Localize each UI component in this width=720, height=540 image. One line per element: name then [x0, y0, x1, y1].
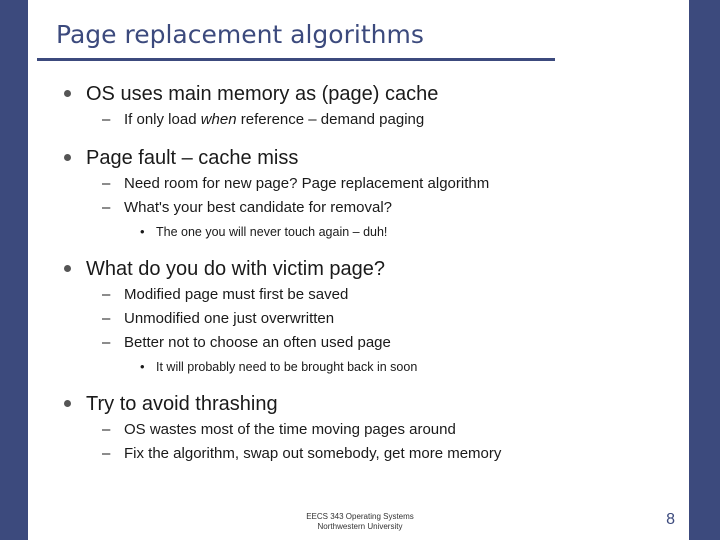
bullet-text: Page fault – cache miss [86, 147, 299, 169]
sub-bullet-icon: • [140, 359, 145, 374]
bullet-text: OS wastes most of the time moving pages … [124, 421, 456, 438]
dash-icon: – [102, 310, 111, 327]
bullet-text: Try to avoid thrashing [86, 393, 278, 415]
bullet-text: The one you will never touch again – duh… [156, 225, 388, 239]
bullet-level3: • It will probably need to be brought ba… [56, 357, 676, 377]
bullet-level2: – Unmodified one just overwritten [56, 308, 676, 330]
bullet-dot-icon [64, 400, 71, 407]
bullet-text: What do you do with victim page? [86, 258, 386, 280]
bullet-text: What's your best candidate for removal? [124, 199, 392, 216]
bullet-text: Need room for new page? Page replacement… [124, 175, 490, 192]
bullet-text: Better not to choose an often used page [124, 334, 391, 351]
dash-icon: – [102, 199, 111, 216]
bullet-text: OS uses main memory as (page) cache [86, 83, 439, 105]
sub-bullet-icon: • [140, 224, 145, 239]
bullet-level1: Page fault – cache miss [56, 145, 676, 171]
bullet-dot-icon [64, 90, 71, 97]
bullet-level2: – What's your best candidate for removal… [56, 197, 676, 219]
bullet-level2: – Need room for new page? Page replaceme… [56, 173, 676, 195]
bullet-level2: – Better not to choose an often used pag… [56, 332, 676, 354]
bullet-text-part2: reference – demand paging [236, 111, 425, 128]
dash-icon: – [102, 175, 111, 192]
bullet-level2: – Fix the algorithm, swap out somebody, … [56, 443, 676, 465]
bullet-dot-icon [64, 154, 71, 161]
bullet-text: Unmodified one just overwritten [124, 310, 335, 327]
bullet-text: Fix the algorithm, swap out somebody, ge… [124, 445, 502, 462]
dash-icon: – [102, 334, 111, 351]
bullet-text: Modified page must first be saved [124, 286, 349, 303]
bullet-text-part1: If only load [124, 111, 201, 128]
dash-icon: – [102, 111, 111, 128]
bullet-level3: • The one you will never touch again – d… [56, 222, 676, 242]
slide-content: OS uses main memory as (page) cache – If… [56, 72, 676, 465]
bullet-level1: What do you do with victim page? [56, 256, 676, 282]
dash-icon: – [102, 445, 111, 462]
page-number: 8 [666, 511, 675, 528]
title-underline [37, 58, 555, 61]
left-accent-bar-gap [28, 0, 32, 540]
bullet-level1: Try to avoid thrashing [56, 391, 676, 417]
bullet-level2: – If only load when reference – demand p… [56, 109, 676, 131]
page-title: Page replacement algorithms [56, 20, 424, 49]
right-accent-bar [689, 0, 720, 540]
bullet-dot-icon [64, 265, 71, 272]
bullet-text-emphasis: when [200, 111, 237, 128]
left-accent-bar [0, 0, 28, 540]
footer-institution: Northwestern University [317, 522, 403, 531]
dash-icon: – [102, 286, 111, 303]
footer-course: EECS 343 Operating Systems [306, 512, 414, 521]
bullet-level1: OS uses main memory as (page) cache [56, 81, 676, 107]
bullet-text: It will probably need to be brought back… [156, 360, 418, 374]
bullet-level2: – OS wastes most of the time moving page… [56, 419, 676, 441]
dash-icon: – [102, 421, 111, 438]
bullet-level2: – Modified page must first be saved [56, 284, 676, 306]
slide-footer: EECS 343 Operating Systems Northwestern … [0, 512, 720, 532]
